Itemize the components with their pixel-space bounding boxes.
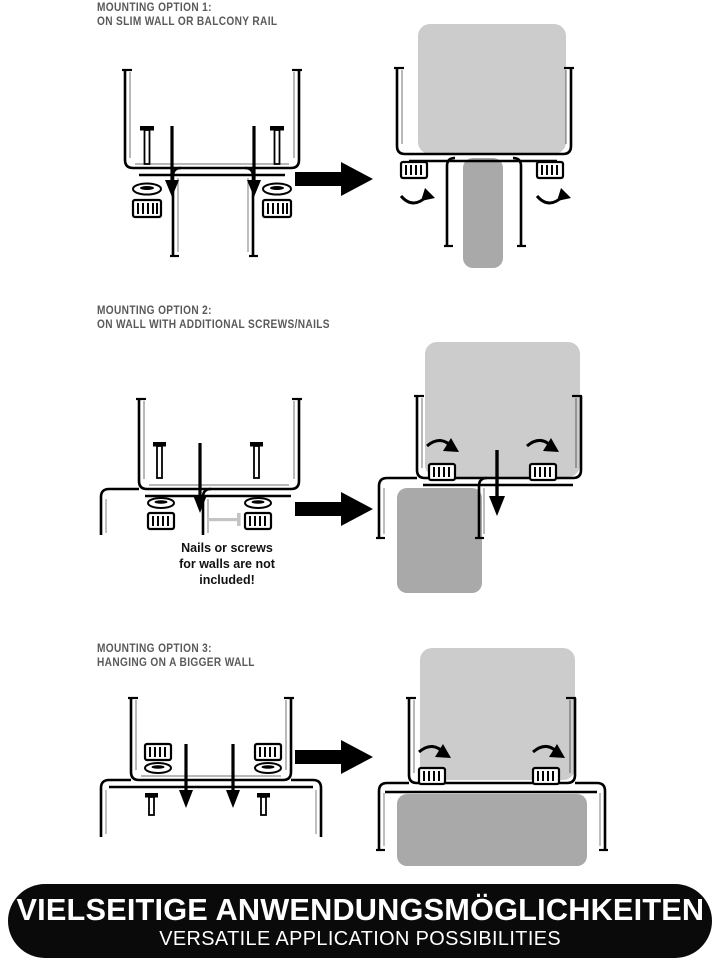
knurled-nut-icon: [399, 160, 429, 180]
knurled-nut-icon: [417, 766, 447, 786]
note-line-1: Nails or screws: [181, 541, 273, 555]
planter-box: [420, 648, 575, 780]
section-heading-option-3: MOUNTING OPTION 3: HANGING ON A BIGGER W…: [97, 643, 255, 670]
heading-line-2: HANGING ON A BIGGER WALL: [97, 656, 255, 669]
screw-icon: [250, 442, 263, 479]
planter-box: [418, 24, 566, 154]
down-arrow-icon: [247, 126, 261, 197]
washer-icon: [244, 497, 272, 509]
washer-icon: [132, 182, 162, 196]
rotate-arrow-icon: [526, 438, 559, 452]
screw-icon: [153, 442, 166, 479]
right-arrow-icon-option-1: [295, 162, 373, 196]
figure-option-2-before: [99, 397, 302, 535]
knurled-nut-icon: [535, 160, 565, 180]
knurled-nut-icon: [243, 511, 273, 531]
knurled-nut-icon: [131, 198, 163, 219]
right-arrow-icon-option-3: [295, 740, 373, 774]
note-line-2: for walls are not: [179, 557, 275, 571]
bigger-wall: [397, 794, 587, 866]
knurled-nut-icon: [253, 742, 283, 762]
nail-icon: [207, 513, 241, 526]
note-line-3: included!: [199, 573, 255, 587]
down-arrow-icon: [165, 126, 179, 197]
figure-option-3-before: [99, 696, 323, 837]
down-arrow-icon: [489, 450, 505, 516]
right-arrow-icon-option-2: [295, 492, 373, 526]
note-caption: Nails or screws for walls are not includ…: [142, 540, 312, 588]
bottom-banner: VIELSEITIGE ANWENDUNGSMÖGLICHKEITEN VERS…: [8, 884, 712, 958]
figure-option-2-after: [376, 342, 583, 593]
rotate-arrow-icon: [535, 188, 571, 205]
knurled-nut-icon: [427, 462, 457, 482]
down-arrow-icon: [226, 744, 240, 808]
knurled-nut-icon: [146, 511, 176, 531]
heading-line-1: MOUNTING OPTION 2:: [97, 305, 212, 317]
slim-wall-rail: [463, 158, 503, 268]
screw-icon: [140, 126, 154, 165]
planter-box: [425, 342, 580, 477]
washer-icon: [262, 182, 292, 196]
washer-icon: [144, 762, 172, 774]
banner-title-german: VIELSEITIGE ANWENDUNGSMÖGLICHKEITEN: [16, 891, 704, 927]
wall-surface: [397, 488, 482, 593]
heading-line-2: ON WALL WITH ADDITIONAL SCREWS/NAILS: [97, 318, 330, 331]
heading-line-1: MOUNTING OPTION 3:: [97, 643, 212, 655]
heading-line-1: MOUNTING OPTION 1:: [97, 2, 212, 14]
rotate-arrow-icon: [399, 188, 435, 205]
section-heading-option-2: MOUNTING OPTION 2: ON WALL WITH ADDITION…: [97, 305, 330, 332]
screw-icon: [270, 126, 284, 165]
figure-option-3-after: [376, 648, 608, 866]
knurled-nut-icon: [143, 742, 173, 762]
figure-option-1-after: [394, 24, 574, 268]
banner-title-english: VERSATILE APPLICATION POSSIBILITIES: [159, 926, 561, 950]
heading-line-2: ON SLIM WALL OR BALCONY RAIL: [97, 15, 278, 28]
screw-icon: [145, 793, 158, 816]
knurled-nut-icon: [531, 766, 561, 786]
figure-option-1-before: [122, 68, 302, 258]
screw-icon: [257, 793, 270, 816]
washer-icon: [254, 762, 282, 774]
section-heading-option-1: MOUNTING OPTION 1: ON SLIM WALL OR BALCO…: [97, 2, 277, 29]
down-arrow-icon: [179, 744, 193, 808]
washer-icon: [147, 497, 175, 509]
knurled-nut-icon: [261, 198, 293, 219]
rotate-arrow-icon: [418, 744, 451, 758]
rotate-arrow-icon: [426, 438, 459, 452]
down-arrow-icon: [193, 443, 207, 513]
knurled-nut-icon: [528, 462, 558, 482]
rotate-arrow-icon: [532, 744, 565, 758]
